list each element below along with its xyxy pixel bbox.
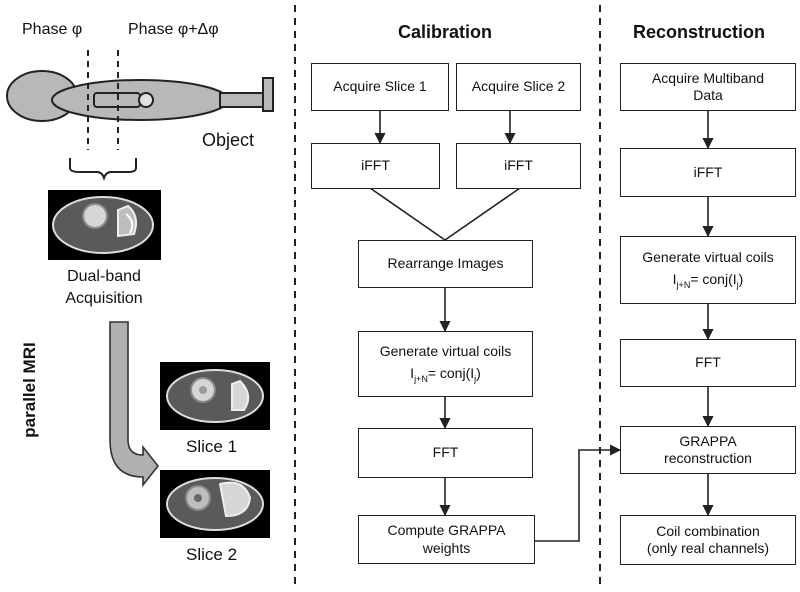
brace-icon: [69, 158, 137, 182]
calibration-acquire-slice2-label: Acquire Slice 2: [471, 78, 566, 95]
calibration-acquire-slice2: Acquire Slice 2: [456, 63, 581, 111]
calibration-rearrange-label: Rearrange Images: [387, 255, 504, 272]
calibration-ifft2: iFFT: [456, 143, 581, 189]
recon-acquire-multiband-line1: Acquire Multiband: [651, 69, 765, 86]
calibration-ifft2-label: iFFT: [504, 157, 533, 174]
calibration-fft-label: FFT: [432, 444, 459, 461]
calibration-compute-grappa-line1: Compute GRAPPA: [387, 522, 506, 538]
recon-fft: FFT: [620, 339, 796, 387]
calibration-virtual-coils-title: Generate virtual coils: [379, 343, 512, 360]
calibration-compute-grappa-line2: weights: [422, 539, 471, 556]
recon-coil-combination-line1: Coil combination: [656, 522, 760, 539]
recon-virtual-coils: Generate virtual coils Ij+N= conj(Ij): [620, 236, 796, 304]
dual-band-line1: Dual-band: [67, 268, 141, 285]
line-ifft2-merge: [444, 187, 521, 241]
calibration-virtual-coils: Generate virtual coils Ij+N= conj(Ij): [358, 331, 533, 397]
slice1-image: [160, 362, 270, 430]
object-body-icon: [6, 70, 274, 122]
arrow-grappaw-grapparecon: [535, 444, 622, 542]
recon-acquire-multiband-line2: Data: [693, 87, 723, 103]
slice2-image: [160, 470, 270, 538]
recon-ifft: iFFT: [620, 148, 796, 197]
recon-grappa: GRAPPA reconstruction: [620, 426, 796, 474]
phase-a-label: Phase φ: [22, 21, 83, 38]
calibration-compute-grappa: Compute GRAPPA weights: [358, 515, 535, 564]
object-label: Object: [202, 130, 255, 150]
parallel-mri-label: parallel MRI: [20, 342, 39, 438]
recon-ifft-label: iFFT: [693, 163, 723, 180]
dual-band-line2: Acquisition: [65, 290, 143, 308]
recon-coil-combination-line2: (only real channels): [646, 540, 770, 556]
recon-virtual-coils-title: Generate virtual coils: [642, 249, 774, 266]
calibration-header: Calibration: [398, 22, 493, 42]
calibration-ifft1: iFFT: [311, 143, 440, 189]
calibration-fft: FFT: [358, 428, 533, 478]
calibration-virtual-coils-formula: Ij+N= conj(Ij): [410, 364, 481, 384]
recon-virtual-coils-formula: Ij+N= conj(Ij): [672, 270, 744, 290]
parallel-mri-arrow: [109, 321, 160, 488]
calibration-rearrange: Rearrange Images: [358, 240, 533, 288]
line-ifft1-merge: [369, 187, 446, 241]
calibration-acquire-slice1: Acquire Slice 1: [311, 63, 449, 111]
slice1-label: Slice 1: [186, 437, 238, 456]
recon-acquire-multiband: Acquire Multiband Data: [620, 63, 796, 111]
reconstruction-header: Reconstruction: [633, 22, 766, 42]
recon-fft-label: FFT: [695, 354, 721, 371]
calibration-acquire-slice1-label: Acquire Slice 1: [333, 78, 427, 95]
recon-grappa-line2: reconstruction: [664, 450, 752, 466]
dual-band-label: Dual-band Acquisition: [44, 266, 164, 311]
slice2-label: Slice 2: [186, 545, 238, 564]
recon-coil-combination: Coil combination (only real channels): [620, 515, 796, 565]
phase-b-label: Phase φ+Δφ: [128, 21, 219, 38]
recon-grappa-line1: GRAPPA: [679, 432, 737, 449]
dual-band-image: [48, 190, 161, 260]
calibration-ifft1-label: iFFT: [361, 157, 390, 174]
